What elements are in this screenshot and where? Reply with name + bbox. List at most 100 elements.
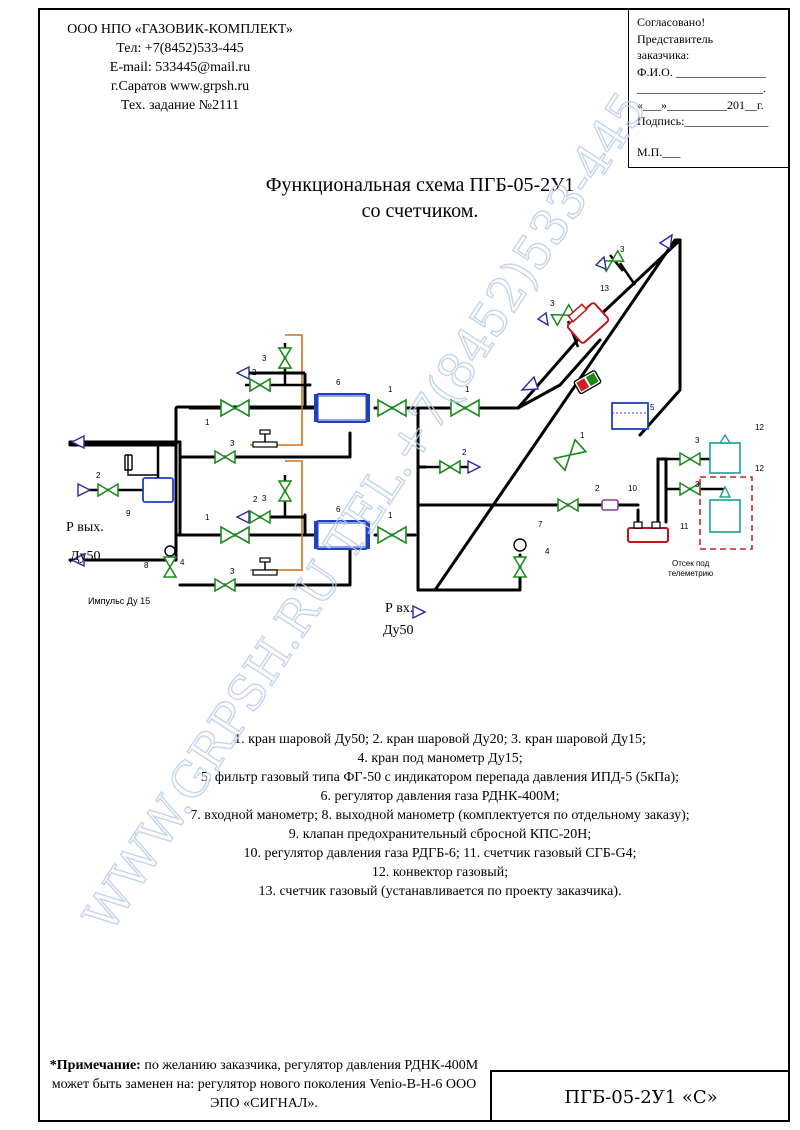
callout: 7: [538, 520, 543, 529]
callout: 2: [96, 471, 101, 480]
flow-arrow-icon: [520, 375, 539, 391]
ball-valve-icon: [220, 399, 250, 417]
title-block: ПГБ-05-2У1 «С»: [490, 1070, 790, 1122]
ball-valve-icon: [214, 450, 236, 464]
footnote: *Примечание: по желанию заказчика, регул…: [44, 1056, 484, 1113]
callout: 11: [680, 522, 689, 531]
functional-scheme: 1 1 1 1 1 1 2 2 2 2 2 3 3 3 3 3 3 3 3 4 …: [66, 233, 764, 638]
approval-line: заказчика:: [637, 48, 690, 62]
callout: 2: [252, 368, 257, 377]
ball-valve-icon: [450, 399, 480, 417]
ball-valve-icon: [249, 510, 271, 524]
callout: 1: [580, 431, 585, 440]
callout: 6: [336, 505, 341, 514]
approval-line: «___»__________201__г.: [637, 97, 764, 112]
flow-arrow-icon: [658, 233, 673, 251]
branch-upper: [214, 343, 407, 464]
telemetry-label-1: Отсек под: [672, 559, 710, 568]
callout: 3: [262, 354, 267, 363]
company-email: E-mail: 533445@mail.ru: [109, 60, 251, 75]
legend-line: 9. клапан предохранительный сбросной КПС…: [288, 827, 592, 842]
vent-arrow-icon: [467, 460, 481, 474]
legend-line: 4. кран под манометр Ду15;: [357, 751, 523, 766]
pressure-regulator-icon: [314, 519, 370, 551]
legend-line: 5. фильтр газовый типа ФГ-50 с индикатор…: [200, 770, 680, 785]
approval-seal: М.П.___: [637, 144, 681, 159]
callout: 3: [695, 480, 700, 489]
company-city-site: г.Саратов www.grpsh.ru: [110, 79, 250, 94]
ball-valve-icon: [278, 480, 292, 502]
gauge-valve-icon: [163, 556, 177, 578]
company-header: ООО НПО «ГАЗОВИК-КОМПЛЕКТ» Тел: +7(8452)…: [40, 20, 320, 115]
company-name: ООО НПО «ГАЗОВИК-КОМПЛЕКТ»: [67, 22, 293, 37]
callout: 6: [336, 378, 341, 387]
callout: 1: [205, 418, 210, 427]
callout: 2: [595, 484, 600, 493]
pipework: [68, 238, 682, 592]
telemetry-compartment: [699, 476, 753, 550]
ball-valve-icon: [377, 399, 407, 417]
branch-lower: [214, 475, 407, 592]
convector-icon: [709, 442, 741, 474]
callout: 1: [205, 513, 210, 522]
callout: 10: [628, 484, 637, 493]
impulse-label: Импульс Ду 15: [88, 596, 150, 606]
callout: 1: [388, 385, 393, 394]
footnote-label: *Примечание:: [49, 1058, 141, 1073]
ball-valve-icon: [220, 526, 250, 544]
ball-valve-icon: [214, 578, 236, 592]
tee-valve-icon: [252, 429, 278, 448]
diagonal-line: [520, 233, 673, 472]
ball-valve-icon: [553, 438, 587, 472]
callout: 2: [253, 495, 258, 504]
inlet-dn-label: Ду50: [383, 623, 414, 638]
flow-labels: Р вых. Ду50 Р вх. Ду50 Импульс Ду 15 Отс…: [66, 520, 713, 638]
ball-valve-icon: [97, 483, 119, 497]
callout: 12: [755, 423, 764, 432]
callout: 1: [388, 511, 393, 520]
inlet-label: Р вх.: [385, 601, 413, 616]
gauge-valve-icon: [513, 556, 527, 578]
outlet-label: Р вых.: [66, 520, 104, 535]
inlet-arrow-icon: [412, 605, 426, 619]
outlet-arrow-icon: [236, 510, 250, 524]
approval-line: _____________________.: [637, 81, 766, 95]
tee-valve-icon: [252, 557, 278, 576]
callout: 13: [600, 284, 609, 293]
meter-13-icon: [566, 302, 610, 344]
gauge-icon: [513, 538, 527, 552]
filter-icon: [611, 402, 649, 430]
callout: 8: [144, 561, 149, 570]
callout: 4: [545, 547, 550, 556]
callout: 3: [620, 245, 625, 254]
ball-valve-icon: [377, 526, 407, 544]
legend-line: 12. конвектор газовый;: [371, 865, 509, 880]
approval-line: Представитель: [637, 31, 714, 46]
footnote-text: по желанию заказчика, регулятор давления…: [51, 1058, 479, 1111]
regulator-10-icon: [601, 499, 619, 511]
pressure-indicator-icon: [573, 370, 602, 395]
gauge-icon: [164, 545, 176, 557]
vent-arrow-icon: [77, 482, 92, 498]
legend-line: 10. регулятор давления газа РДГБ-6; 11. …: [243, 846, 637, 861]
callout: 2: [462, 448, 467, 457]
callout: 3: [550, 299, 555, 308]
callout: 9: [126, 509, 131, 518]
outlet-arrow-icon: [236, 366, 250, 380]
title-block-text: ПГБ-05-2У1 «С»: [564, 1086, 718, 1108]
callout: 3: [230, 567, 235, 576]
telemetry-label-2: телеметрию: [668, 569, 713, 578]
outlet-side: [71, 435, 177, 578]
callout: 3: [262, 494, 267, 503]
legend-line: 1. кран шаровой Ду50; 2. кран шаровой Ду…: [234, 732, 646, 747]
relief-valve-icon: [142, 477, 174, 503]
drawing-frame: [38, 8, 790, 1122]
legend: 1. кран шаровой Ду50; 2. кран шаровой Ду…: [140, 730, 740, 901]
outlet-dn-label: Ду50: [70, 549, 101, 564]
approval-line: Подпись:______________: [637, 114, 769, 128]
callout: 3: [695, 436, 700, 445]
callout: 12: [755, 464, 764, 473]
convector-icon: [709, 499, 741, 533]
callout: 3: [230, 439, 235, 448]
ball-valve-icon: [679, 452, 701, 466]
